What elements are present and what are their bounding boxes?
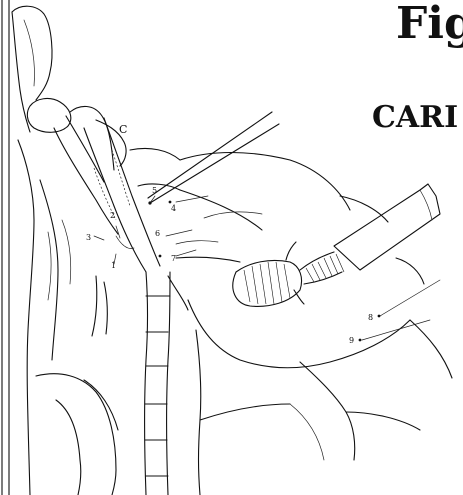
forceps-instrument — [148, 112, 279, 203]
shoulder-region — [188, 196, 452, 495]
trachea — [145, 272, 171, 495]
label-dots — [148, 201, 380, 342]
mandible-outline — [12, 6, 52, 132]
label-c: C — [119, 123, 127, 136]
label-1: 1 — [111, 261, 116, 270]
label-8: 8 — [368, 313, 373, 322]
exposed-tissue-flap — [130, 148, 350, 310]
label-5: 5 — [152, 186, 157, 195]
label-4: 4 — [171, 204, 176, 213]
neck-muscle-outline — [18, 140, 107, 495]
label-3: 3 — [86, 233, 91, 242]
label-9: 9 — [349, 336, 354, 345]
vascular-graft-tube — [233, 184, 440, 306]
label-6: 6 — [155, 229, 160, 238]
common-carotid-artery — [84, 118, 160, 272]
lower-left-bones — [36, 374, 118, 495]
label-7: 7 — [171, 254, 176, 263]
leader-lines — [94, 196, 440, 340]
label-2: 2 — [110, 211, 115, 220]
left-border-lines — [2, 0, 9, 495]
